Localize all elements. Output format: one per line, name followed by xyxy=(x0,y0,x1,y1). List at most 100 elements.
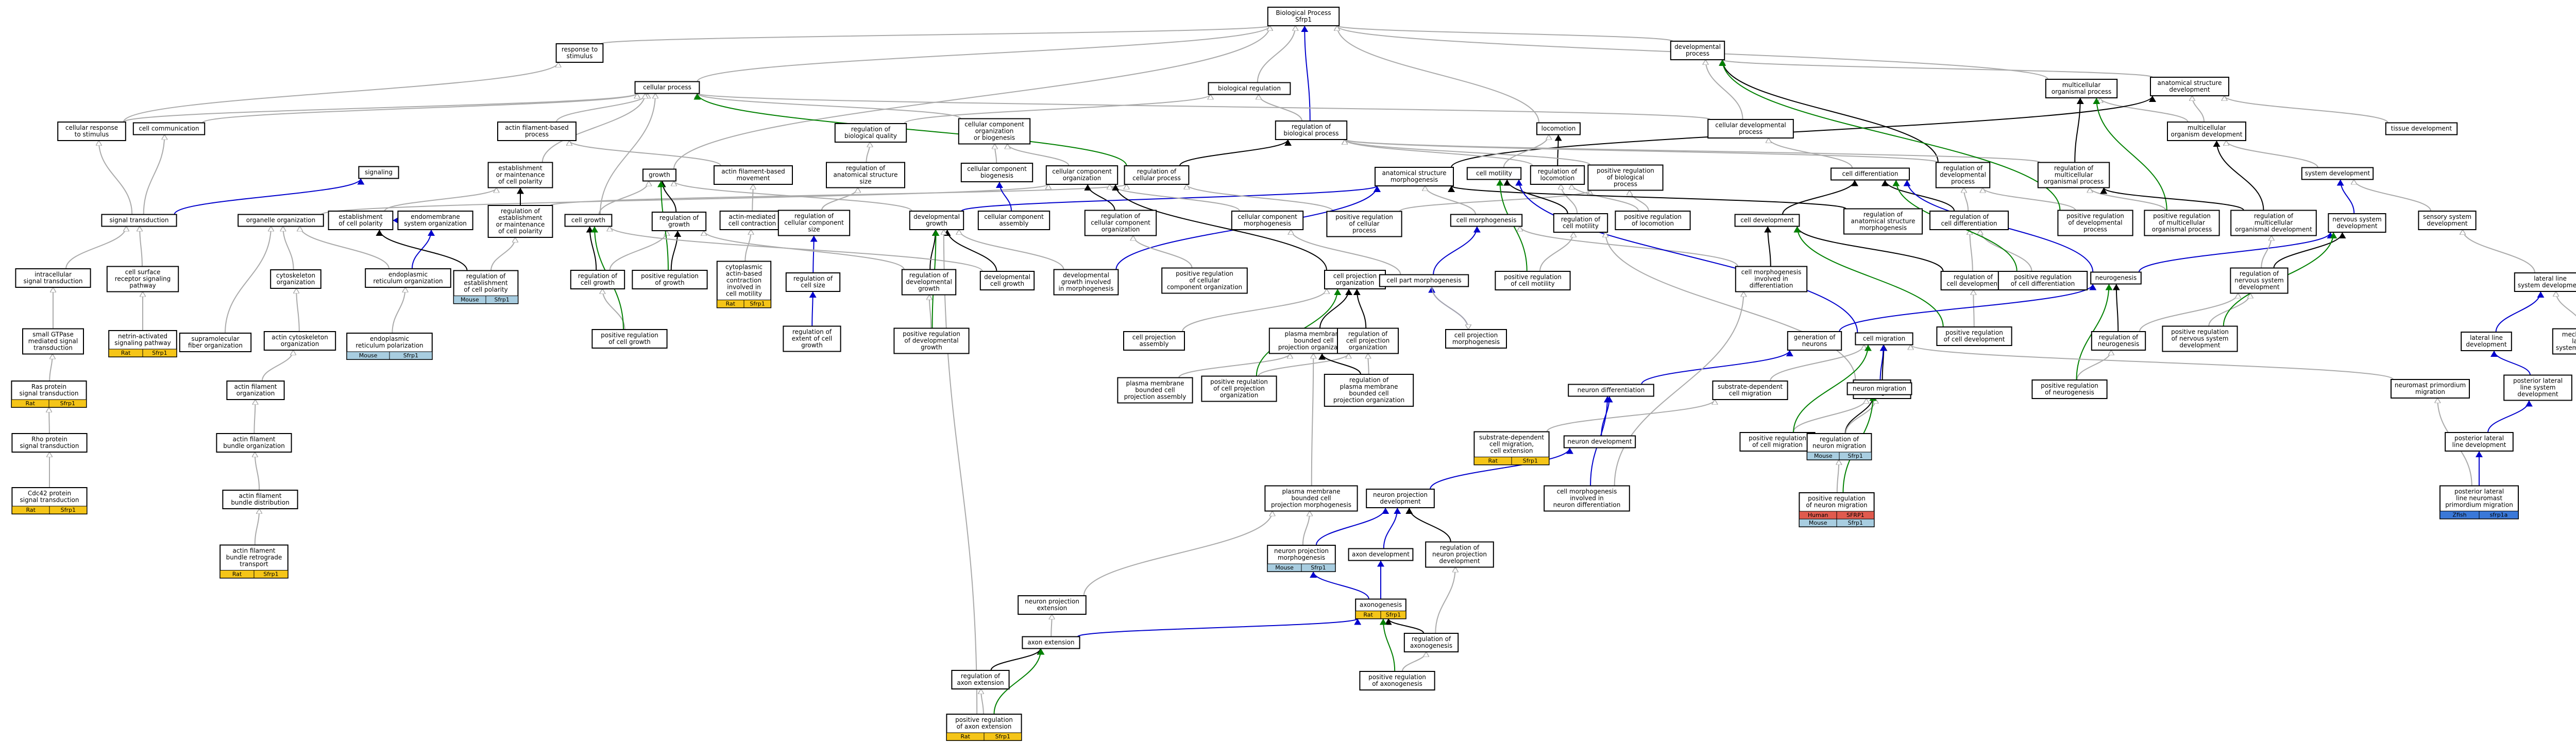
node-label: organization xyxy=(1101,226,1140,233)
go-term-node: cell differentiation xyxy=(1831,167,1910,181)
edge-is-a xyxy=(1337,26,1539,123)
edge-is-a xyxy=(1051,614,1052,637)
edge-regulates xyxy=(174,178,365,215)
node-label: positive regulation xyxy=(1749,435,1806,442)
go-term-node: cytoplasmicactin-basedcontractioninvolve… xyxy=(716,261,772,308)
node-label: cell growth xyxy=(571,217,605,224)
edge-is-a xyxy=(300,227,389,269)
node-label: regulation of xyxy=(846,165,886,172)
node-label: neuron migration xyxy=(1812,442,1866,450)
node-label: anatomical structure xyxy=(1382,169,1447,177)
node-label: signal transduction xyxy=(20,496,79,504)
node-label: developmental xyxy=(1674,43,1721,50)
node-label: or biogenesis xyxy=(974,134,1015,142)
node-label: establishment xyxy=(498,214,543,221)
node-label: bundle organization xyxy=(223,442,285,450)
node-label: Cdc42 protein xyxy=(28,490,71,497)
edge-part-of xyxy=(1384,618,1425,634)
edge-is-a xyxy=(1970,230,1973,272)
edge-is-a xyxy=(1630,191,1650,212)
node-label: cell motility xyxy=(1476,170,1512,177)
node-label: projection morphogenesis xyxy=(1271,502,1351,509)
node-label: line system xyxy=(2520,384,2556,391)
node-label: organization xyxy=(277,279,315,286)
edge-regulates xyxy=(2336,179,2355,214)
node-label: posterior lateral xyxy=(2454,435,2504,442)
edge-part-of xyxy=(1319,288,1352,329)
node-label: process xyxy=(1686,50,1709,57)
node-label: positive regulation xyxy=(955,716,1013,723)
node-box xyxy=(1425,541,1494,568)
node-label: small GTPase xyxy=(32,331,74,338)
edge-is-a xyxy=(1008,144,1070,166)
edge-regulates xyxy=(1383,507,1401,549)
node-box xyxy=(358,166,399,179)
node-label: axonogenesis xyxy=(1360,601,1402,609)
node-label: signaling pathway xyxy=(114,339,171,347)
edge-is-a xyxy=(1983,188,2076,211)
node-label: cellular component xyxy=(1238,213,1297,220)
node-box xyxy=(15,268,91,288)
node-label: nervous system xyxy=(2332,216,2381,223)
edge-regulates xyxy=(2487,400,2533,433)
node-label: of cell polarity xyxy=(464,286,508,293)
species-annotation-label: Human xyxy=(1808,512,1828,519)
edge-is-a xyxy=(981,689,984,715)
edge-is-a xyxy=(65,227,126,269)
go-term-node: tissue development xyxy=(2385,122,2458,135)
node-box xyxy=(2418,211,2477,230)
edge-part-of xyxy=(1793,226,1944,272)
edge-is-a xyxy=(1345,140,1591,166)
edge-is-a xyxy=(1431,286,1468,330)
node-label: development xyxy=(1380,498,1420,505)
node-label: of cell differentiation xyxy=(2011,280,2075,287)
node-box xyxy=(1544,485,1630,512)
node-label: involved in xyxy=(727,284,761,291)
node-label: morphogenesis xyxy=(1391,176,1438,183)
edge-part-of xyxy=(943,229,997,272)
edge-regulates xyxy=(810,235,818,273)
node-label: growth xyxy=(926,220,947,227)
node-label: of cellular xyxy=(1349,220,1379,228)
node-label: actin-based xyxy=(726,270,762,278)
edge-part-of xyxy=(1112,184,1327,271)
node-label: regulation of xyxy=(2254,213,2294,220)
node-label: signal transduction xyxy=(20,442,79,450)
node-label: positive regulation xyxy=(601,332,658,339)
edge-is-a xyxy=(550,184,1126,206)
edge-part-of xyxy=(1451,95,2156,168)
node-label: axonogenesis xyxy=(1410,642,1452,649)
edge-part-of xyxy=(1405,507,1451,542)
species-annotation-label: Sfrp1 xyxy=(495,297,510,303)
edge-part-of xyxy=(1318,353,1361,375)
node-label: development xyxy=(2466,341,2506,348)
species-annotation-label: Sfrp1 xyxy=(995,733,1010,740)
node-label: involved in xyxy=(1570,495,1604,502)
node-label: developmental xyxy=(906,279,952,286)
node-label: cell extension xyxy=(1490,447,1533,455)
node-box xyxy=(22,328,84,355)
edge-is-a xyxy=(1337,26,1673,42)
node-label: development xyxy=(1439,558,1480,565)
node-box xyxy=(2461,332,2512,351)
node-label: neurons xyxy=(1802,340,1827,348)
node-box xyxy=(893,327,970,354)
node-label: reticulum polarization xyxy=(355,342,423,349)
node-label: tissue development xyxy=(2391,125,2452,132)
